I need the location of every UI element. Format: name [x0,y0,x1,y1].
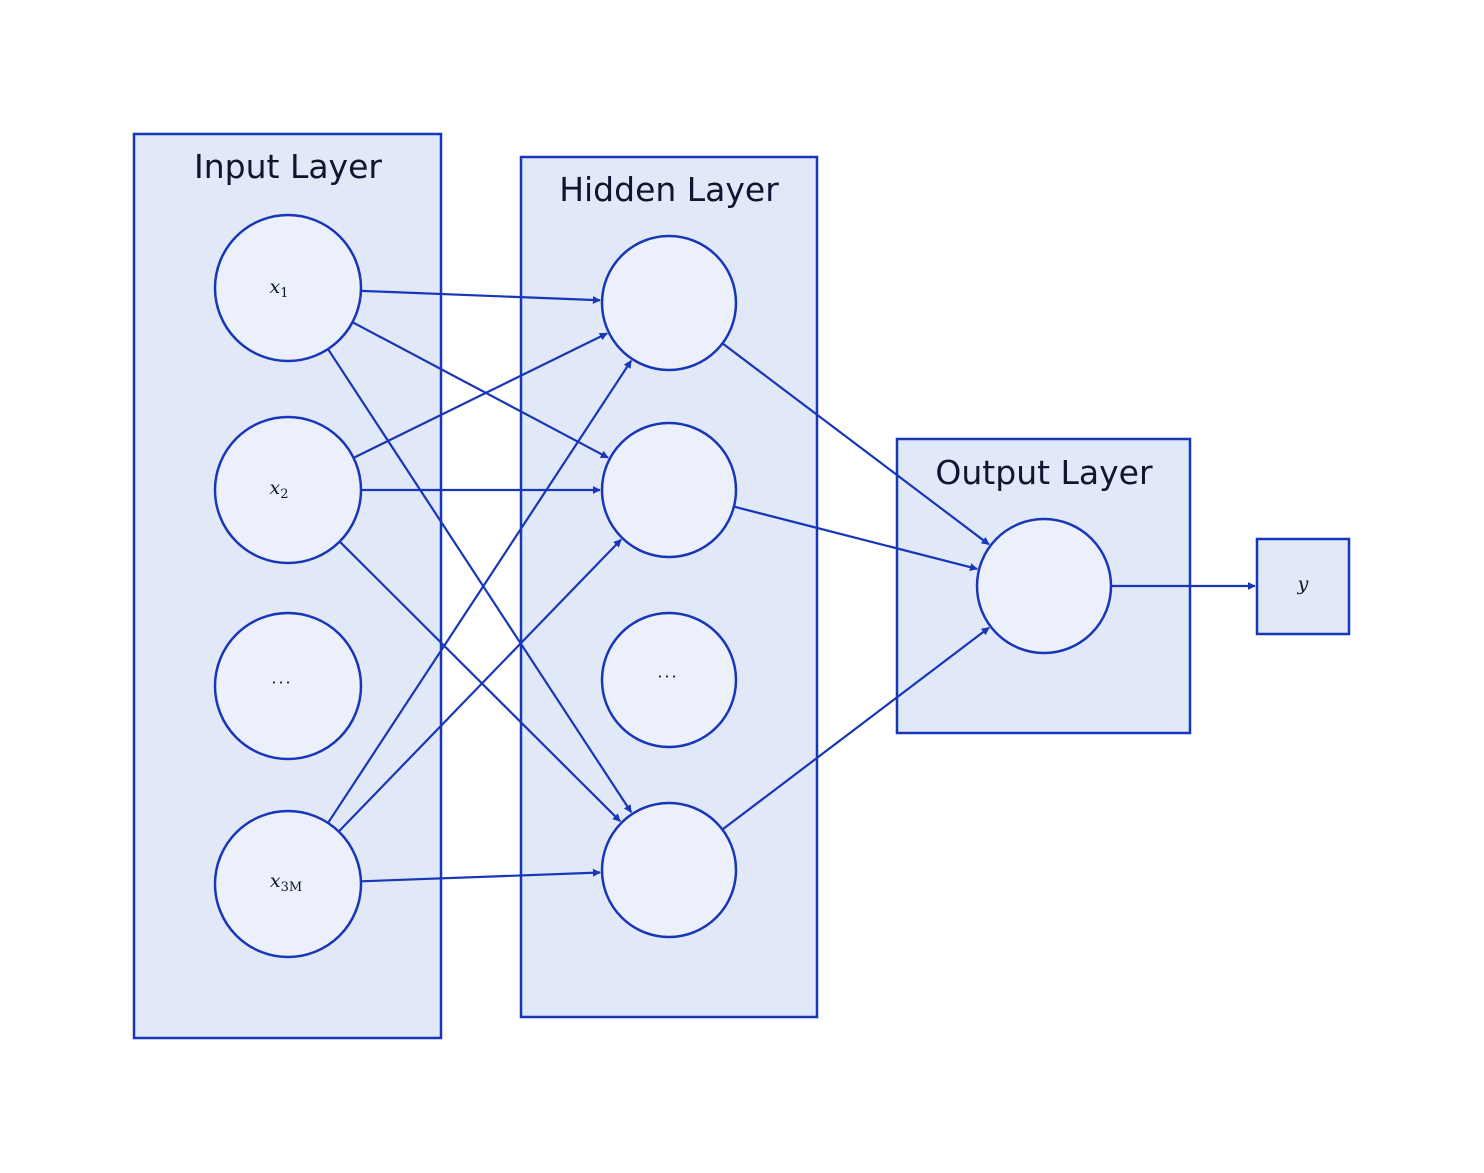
arrow-x1-to-h1 [360,289,601,304]
label-y: y [1297,573,1309,595]
arrow-x3m-to-h2 [337,538,622,833]
arrow-x3m-to-h4 [360,868,601,883]
input-layer-title: Input Layer [194,147,382,186]
input-node-x1 [213,213,363,363]
output-y-box [1255,537,1351,636]
input-node-x2 [213,415,363,565]
label-x2: x2 [270,477,289,502]
label-x3m: x3M [270,870,302,895]
connections [327,289,1256,883]
arrow-x1-to-h4 [327,348,633,813]
arrow-x2-to-h4 [338,540,621,823]
arrow-h4-to-o1 [721,626,990,831]
arrow-h2-to-o1 [733,505,978,571]
label-x1: x1 [270,276,289,301]
arrow-x3m-to-h1 [327,360,633,824]
input-node-x3m [213,809,363,959]
hidden-node-1 [600,234,738,372]
arrow-x1-to-h2 [351,321,609,459]
output-layer-title: Output Layer [935,453,1153,492]
arrow-h1-to-o1 [721,342,990,546]
label-input-ellipsis: ··· [271,673,292,692]
hidden-node-2 [600,421,738,559]
hidden-layer-title: Hidden Layer [559,170,779,209]
hidden-node-ellipsis [600,611,738,749]
arrow-x2-to-h1 [353,332,608,459]
label-hidden-ellipsis: ··· [657,667,678,686]
output-node [975,517,1113,655]
hidden-node-4 [600,801,738,939]
input-node-ellipsis [213,611,363,761]
